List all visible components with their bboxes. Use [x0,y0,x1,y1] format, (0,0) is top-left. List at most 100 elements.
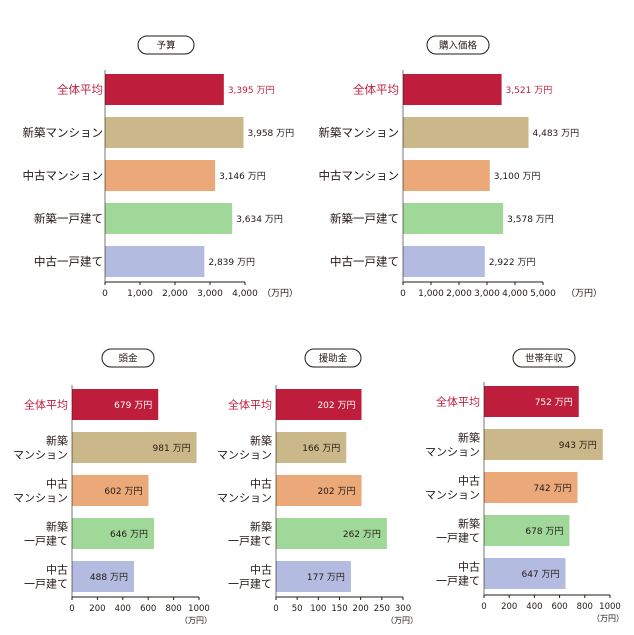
bar [403,160,490,191]
x-tick-label: 200 [501,602,517,612]
value-label: 3,521 万円 [506,85,553,96]
x-tick-label: 800 [165,604,181,614]
value-label: 3,100 万円 [494,171,541,182]
category-label: 中古マンション [23,169,104,183]
category-label: 中古一戸建て [436,560,480,587]
chart-title-box [304,348,362,368]
chart-title: 頭金 [118,353,138,365]
bar [72,561,134,592]
value-label: 3,634 万円 [236,214,283,225]
chart-title: 援助金 [319,353,348,365]
value-label: 166 万円 [302,443,340,454]
bar [403,74,502,105]
bar [276,561,351,592]
category-label: 中古マンション [319,169,400,183]
x-tick-label: 0 [69,604,74,614]
value-label: 742 万円 [533,483,571,494]
value-label: 202 万円 [317,486,355,497]
value-label: 646 万円 [110,529,148,540]
chart-title: 予算 [156,40,175,52]
bar [105,160,216,191]
chart-title-box [426,35,490,55]
bar [72,518,155,549]
x-tick-label: 4,000 [232,289,258,299]
x-tick-label: 800 [577,602,593,612]
chart-title-box [101,348,155,368]
bar [72,432,197,463]
x-tick-label: 3,000 [197,289,223,299]
bar [484,429,603,460]
category-label: 新築マンション [319,126,400,140]
bar [484,558,566,589]
chart-title-box [512,348,576,368]
x-tick-label: 0 [102,289,108,299]
bar [105,246,205,277]
x-tick-label: 400 [526,602,542,612]
x-tick-label: 1,000 [418,289,444,299]
category-label: 新築マンション [23,126,104,140]
value-label: 678 万円 [525,526,563,537]
value-label: 2,922 万円 [489,257,536,268]
x-tick-label: 2,000 [446,289,472,299]
category-label: 全体平均 [228,397,272,411]
x-tick-label: 1000 [188,604,210,614]
unit-label: （万円） [180,616,212,625]
x-tick-label: 0 [273,604,278,614]
value-label: 488 万円 [90,572,128,583]
x-tick-label: 0 [400,289,406,299]
value-label: 3,578 万円 [507,214,554,225]
x-tick-label: 600 [140,604,156,614]
value-label: 602 万円 [104,486,142,497]
x-tick-label: 3,000 [474,289,500,299]
x-tick-label: 4,000 [502,289,528,299]
value-label: 202 万円 [317,400,355,411]
category-label: 新築一戸建て [228,519,272,547]
x-tick-label: 2,000 [162,289,188,299]
bar [105,74,224,105]
unit-label: （万円） [262,288,298,299]
category-label: 新築マンション [217,433,272,461]
bar [105,203,233,234]
bar [403,203,504,234]
category-label: 中古マンション [217,477,272,504]
x-tick-label: 1000 [599,602,621,612]
bar [276,518,387,549]
bar [403,246,485,277]
category-label: 新築一戸建て [330,212,399,226]
category-label: 全体平均 [24,397,68,411]
unit-label: （万円） [566,288,602,299]
category-label: 新築一戸建て [436,516,480,544]
category-label: 新築マンション [13,433,68,461]
unit-label: （万円） [592,614,624,623]
bar [72,475,149,506]
bar [484,386,579,417]
value-label: 3,146 万円 [219,171,266,182]
x-tick-label: 400 [115,604,131,614]
x-tick-label: 600 [551,602,567,612]
bar [484,472,578,503]
x-tick-label: 250 [374,604,390,614]
category-label: 中古マンション [13,477,68,504]
x-tick-label: 1,000 [127,289,153,299]
x-tick-label: 300 [395,604,411,614]
category-label: 中古マンション [425,474,480,501]
x-tick-label: 200 [89,604,105,614]
value-label: 981 万円 [153,443,191,454]
value-label: 3,395 万円 [228,85,275,96]
x-tick-label: 100 [310,604,326,614]
unit-label: （万円） [386,616,418,625]
value-label: 647 万円 [521,569,559,580]
bar [403,117,529,148]
x-tick-label: 200 [353,604,369,614]
chart-title: 世帯年収 [525,353,564,365]
category-label: 全体平均 [436,394,480,408]
value-label: 943 万円 [559,440,597,451]
value-label: 4,483 万円 [533,128,580,139]
x-tick-label: 0 [481,602,486,612]
